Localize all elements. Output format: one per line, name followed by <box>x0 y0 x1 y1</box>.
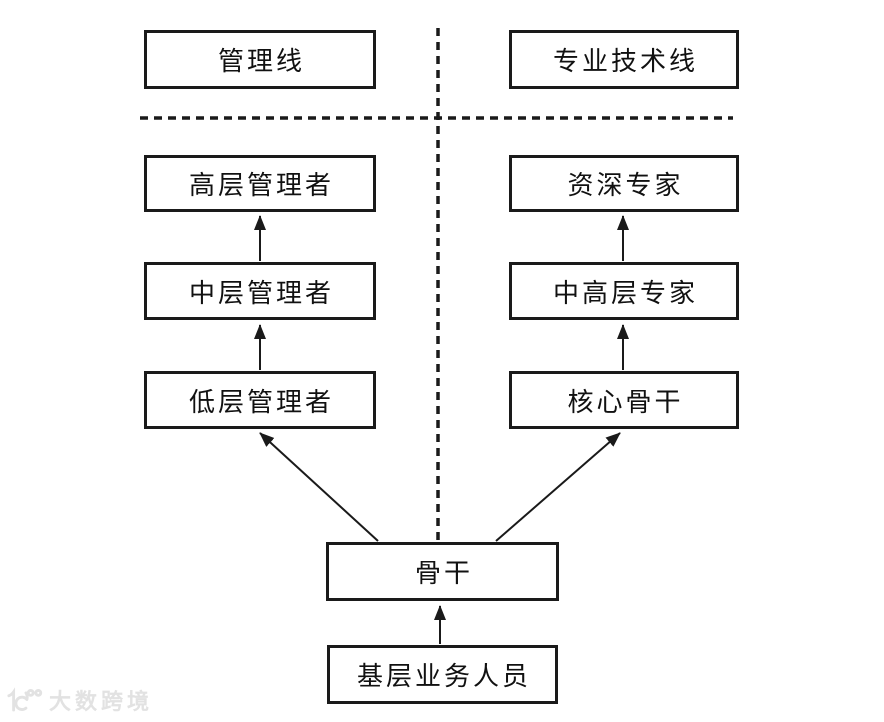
node-senior-expert: 资深专家 <box>509 155 739 212</box>
watermark: 大数跨境 <box>6 684 153 716</box>
node-junior-manager: 低层管理者 <box>144 371 376 429</box>
node-core-backbone: 核心骨干 <box>509 371 739 429</box>
node-middle-manager: 中层管理者 <box>144 262 376 320</box>
node-grassroots-staff: 基层业务人员 <box>327 645 558 704</box>
node-mid-senior-expert: 中高层专家 <box>509 262 739 320</box>
node-management-track: 管理线 <box>144 30 376 89</box>
arrow-backbone-to-core-backbone <box>495 432 621 542</box>
node-technical-track: 专业技术线 <box>509 30 739 89</box>
node-senior-manager: 高层管理者 <box>144 155 376 212</box>
watermark-text: 大数跨境 <box>49 689 154 714</box>
node-backbone: 骨干 <box>326 542 559 601</box>
arrow-backbone-to-junior-manager <box>259 432 379 542</box>
100-logo-icon <box>7 686 43 711</box>
